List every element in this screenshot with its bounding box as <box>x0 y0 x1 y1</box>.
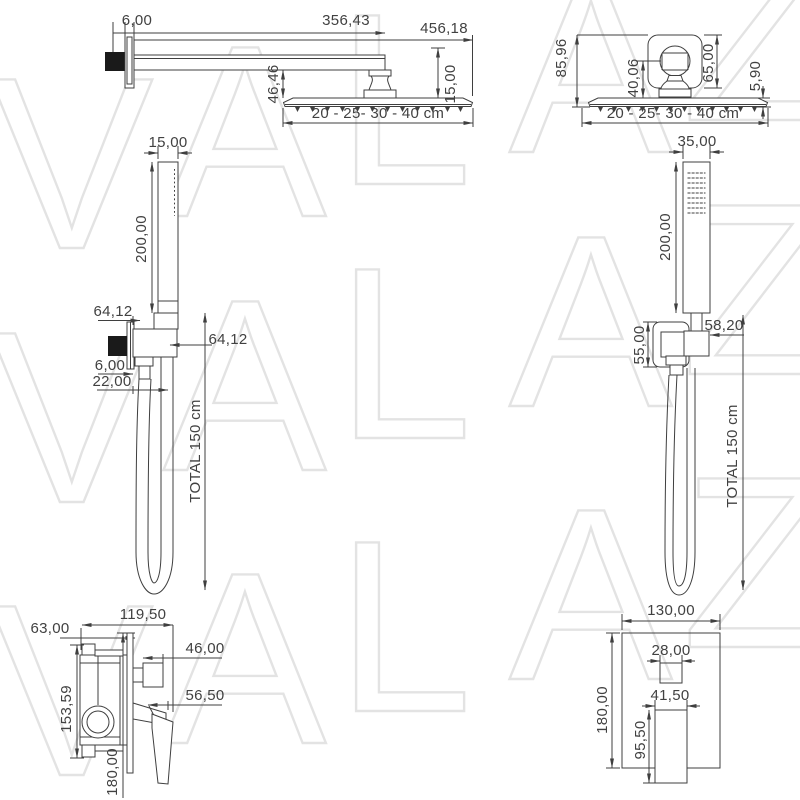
shower-arm <box>133 54 386 71</box>
dim-label-head-sizes: 20 - 25- 30 - 40 cm <box>312 105 444 122</box>
dim-label-head-thickness: 5,90 <box>747 61 764 91</box>
dim-label-outlet-width: 22,00 <box>92 373 131 390</box>
nozzle-marks <box>295 107 463 112</box>
dim-label-plate-thickness: 6,00 <box>95 357 125 374</box>
wall-flange <box>124 32 135 89</box>
hose-outer <box>135 357 174 595</box>
wall-anchor-square <box>105 52 125 71</box>
hand-shower-handle <box>682 161 711 314</box>
dim-label-hose-total: TOTAL 150 cm <box>187 399 204 502</box>
dim-label-total-length: 456,18 <box>420 20 468 37</box>
watermark-letter: L <box>336 216 472 490</box>
pipe-fitting-top <box>81 643 96 656</box>
dim-label-body-depth: 63,00 <box>30 620 69 637</box>
watermark-letter: Z <box>682 0 800 172</box>
dim-label-total-height: 85,96 <box>553 38 570 77</box>
watermark-letter: V <box>0 280 153 554</box>
dim-label-bracket-height: 55,00 <box>631 325 648 364</box>
dim-label-plate-height: 180,00 <box>594 686 611 734</box>
watermark-letter: A <box>509 457 672 731</box>
diverter-knob <box>142 662 164 688</box>
ball-joint <box>368 69 392 77</box>
diverter-knob <box>659 662 683 684</box>
hose-outlet <box>134 356 154 367</box>
dim-label-handle-width: 15,00 <box>148 134 187 151</box>
dim-label-handle-length: 95,50 <box>632 720 649 759</box>
watermark-letter: A <box>163 248 326 522</box>
dim-label-bracket-b: 64,12 <box>208 331 247 348</box>
dim-label-mount-height: 65,00 <box>700 43 717 82</box>
watermark-letter: Z <box>682 425 800 699</box>
dim-label-handle-width: 41,50 <box>650 687 689 704</box>
figure-wall-arm-shower-head: 6,00 356,43 456,18 46,46 15,00 20 - 25- … <box>105 12 474 127</box>
dim-label-ball-to-head: 40,06 <box>625 58 642 97</box>
wall-plate <box>126 632 134 774</box>
figure-mixer-valve-side: 119,50 63,00 46,00 56,50 153,59 180,00 <box>30 606 224 798</box>
pipe-fitting-bottom <box>81 744 96 758</box>
bracket-knob-square <box>108 336 127 356</box>
watermark-letter: A <box>509 184 672 458</box>
dim-label-plate-height: 180,00 <box>104 748 121 796</box>
dim-label-hose-total: TOTAL 150 cm <box>724 404 741 507</box>
dim-label-arm-height: 15,00 <box>442 64 459 103</box>
bracket-bar <box>132 328 178 358</box>
dim-label-arm-length: 356,43 <box>322 12 370 29</box>
hose-inner <box>672 368 688 587</box>
dim-label-holder-offset: 58,20 <box>704 317 743 334</box>
nozzle-marks <box>598 107 757 112</box>
dim-label-plate-width: 130,00 <box>647 602 695 619</box>
figure-hand-shower-right: 35,00 200,00 58,20 55,00 TOTAL 150 cm <box>631 133 745 596</box>
figure-ceiling-shower-head: 85,96 40,06 65,00 5,90 20 - 25- 30 - 40 … <box>553 34 771 127</box>
hose-outer <box>664 368 696 596</box>
dim-label-body-height: 153,59 <box>58 685 75 733</box>
dim-label-handle-depth: 56,50 <box>185 687 224 704</box>
dim-label-depth-total: 119,50 <box>120 606 167 623</box>
figure-mixer-valve-front: 130,00 180,00 28,00 41,50 95,50 <box>594 602 721 784</box>
dim-label-handle-width: 35,00 <box>677 133 716 150</box>
hose-inner <box>147 357 162 584</box>
dim-label-bracket-a: 64,12 <box>93 303 132 320</box>
handle-holder <box>683 330 710 357</box>
hose-nut <box>665 355 687 366</box>
figure-hand-shower-left: 15,00 200,00 64,12 64,12 6,00 22,00 TOTA… <box>92 134 247 595</box>
dim-label-handle-length: 200,00 <box>133 215 150 263</box>
hand-shower-handle <box>157 161 179 314</box>
dim-label-head-sizes: 20 - 25- 30 - 40 cm <box>607 105 739 122</box>
lever-grip <box>151 713 174 785</box>
watermark-letter: L <box>336 489 472 763</box>
spray-face-grid <box>687 172 706 214</box>
dim-label-flange-thickness: 6,00 <box>122 12 152 29</box>
mixer-handle <box>654 709 688 784</box>
dim-label-knob-depth: 46,00 <box>185 640 224 657</box>
dim-label-knob-width: 28,00 <box>651 642 690 659</box>
dim-label-handle-length: 200,00 <box>657 213 674 261</box>
watermark-letter: A <box>163 0 326 268</box>
swivel-ball <box>659 45 691 77</box>
dim-label-arm-to-head: 46,46 <box>265 64 282 103</box>
